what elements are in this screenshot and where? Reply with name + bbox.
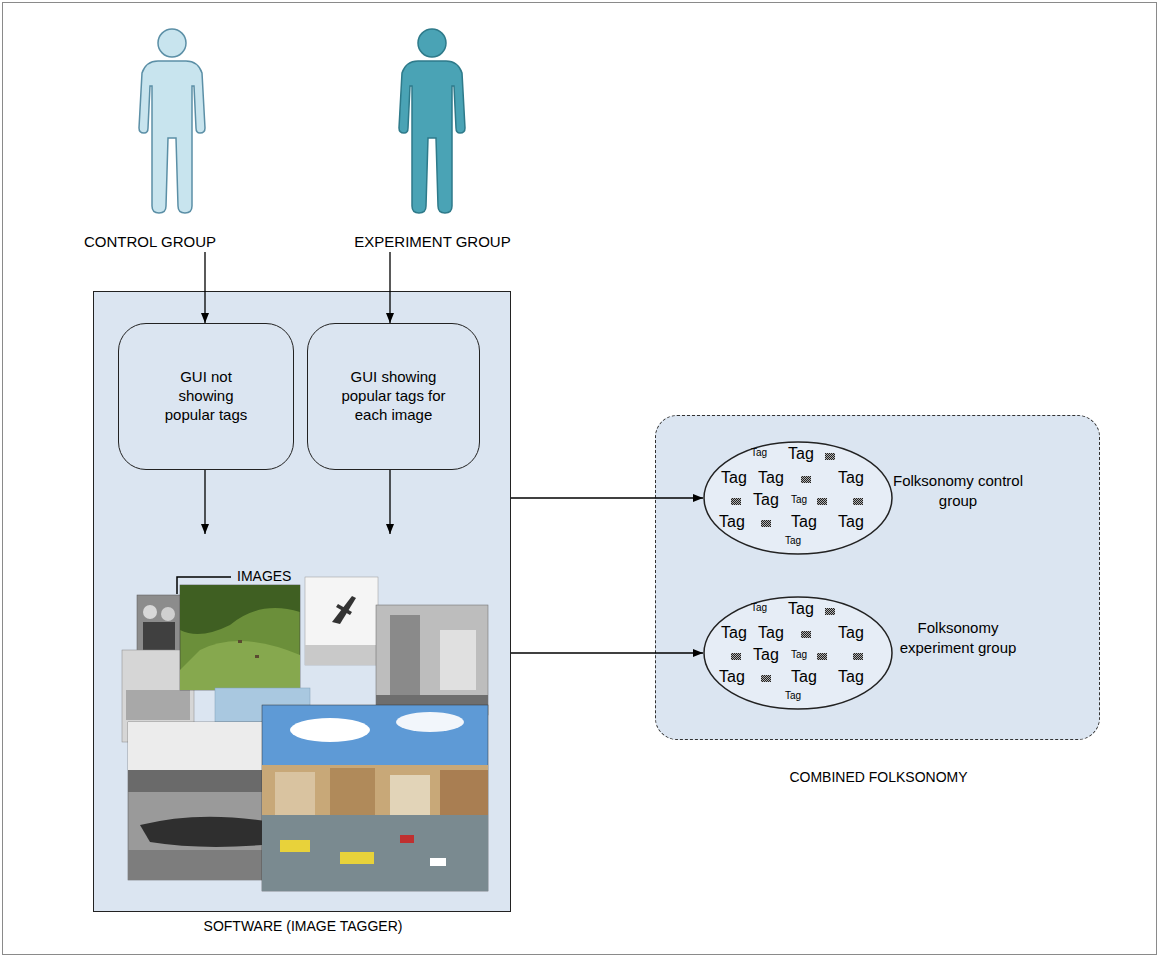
photo bbox=[305, 577, 378, 665]
photo-detail bbox=[180, 585, 300, 634]
tag-word: Tag bbox=[785, 690, 801, 701]
tag-word: Tag bbox=[788, 600, 814, 618]
person-icon bbox=[399, 29, 465, 213]
tag-word: Tag bbox=[753, 646, 779, 664]
group-label: CONTROL GROUP bbox=[60, 232, 240, 252]
tag-word: Tag bbox=[751, 602, 767, 613]
photo-detail bbox=[180, 641, 300, 690]
checker-mark bbox=[825, 453, 835, 460]
gui-box: GUI not showing popular tags bbox=[118, 323, 294, 470]
photo-detail bbox=[340, 852, 374, 864]
connector-arrow bbox=[511, 652, 703, 653]
photo-detail bbox=[262, 765, 488, 815]
image-collage bbox=[122, 577, 488, 891]
checker-mark bbox=[853, 653, 863, 660]
tag-word: Tag bbox=[791, 668, 817, 686]
photo-detail bbox=[332, 596, 356, 624]
photo-detail bbox=[262, 815, 488, 891]
checker-mark bbox=[801, 631, 811, 638]
checker-mark bbox=[825, 608, 835, 615]
folksonomy-ellipse: Folksonomy control groupTagTagTagTagTagT… bbox=[703, 441, 893, 555]
photo bbox=[262, 705, 488, 891]
checker-mark bbox=[817, 653, 827, 660]
photo-detail bbox=[143, 605, 157, 619]
group-label: COMBINED FOLKSONOMY bbox=[656, 768, 1101, 786]
tag-word: Tag bbox=[791, 649, 807, 660]
group-label: IMAGES bbox=[237, 567, 291, 585]
photo-detail bbox=[390, 615, 420, 695]
checker-mark bbox=[801, 476, 811, 483]
group-label: SOFTWARE (IMAGE TAGGER) bbox=[94, 917, 512, 935]
box-label: GUI showing popular tags for each image bbox=[335, 368, 453, 424]
checker-mark bbox=[853, 498, 863, 505]
photo-detail bbox=[275, 772, 315, 815]
folksonomy-ellipse: Folksonomy experiment groupTagTagTagTagT… bbox=[703, 596, 893, 710]
tag-word: Tag bbox=[758, 624, 784, 642]
person-icon bbox=[139, 29, 205, 213]
checker-mark bbox=[761, 520, 771, 527]
ellipse-shape bbox=[704, 597, 892, 709]
gui-box: GUI showing popular tags for each image bbox=[307, 323, 480, 470]
tag-word: Tag bbox=[788, 445, 814, 463]
ellipse-heading: Folksonomy control group bbox=[888, 471, 1028, 510]
tag-word: Tag bbox=[838, 668, 864, 686]
photo-detail bbox=[400, 835, 414, 843]
connector-arrow bbox=[204, 252, 205, 323]
tag-word: Tag bbox=[719, 668, 745, 686]
photo-detail bbox=[396, 712, 464, 732]
photo bbox=[180, 585, 300, 690]
tag-word: Tag bbox=[791, 513, 817, 531]
bracket bbox=[177, 577, 231, 594]
photo-detail bbox=[330, 768, 375, 815]
tag-word: Tag bbox=[753, 491, 779, 509]
ellipse-shape bbox=[704, 442, 892, 554]
group-label: EXPERIMENT GROUP bbox=[315, 232, 550, 252]
photo-detail bbox=[430, 858, 446, 866]
checker-mark bbox=[817, 498, 827, 505]
box-label: GUI not showing popular tags bbox=[156, 368, 256, 424]
connector-arrow bbox=[511, 497, 703, 498]
folksonomy-container: COMBINED FOLKSONOMYFolksonomy control gr… bbox=[655, 415, 1100, 740]
tag-word: Tag bbox=[719, 513, 745, 531]
photo-detail bbox=[390, 775, 430, 815]
tag-word: Tag bbox=[791, 494, 807, 505]
photo-detail bbox=[290, 718, 370, 742]
connector-arrow bbox=[389, 252, 390, 323]
photo-detail bbox=[140, 817, 270, 847]
photo-detail bbox=[255, 655, 259, 658]
photo-detail bbox=[336, 604, 352, 615]
photo-detail bbox=[440, 630, 476, 690]
ellipse-heading: Folksonomy experiment group bbox=[888, 618, 1028, 657]
connector-arrow bbox=[389, 470, 390, 534]
photo-detail bbox=[280, 840, 310, 852]
tag-word: Tag bbox=[838, 469, 864, 487]
checker-mark bbox=[761, 675, 771, 682]
photo-detail bbox=[238, 640, 242, 643]
checker-mark bbox=[731, 653, 741, 660]
tag-word: Tag bbox=[721, 624, 747, 642]
photo-detail bbox=[143, 622, 175, 650]
photo-detail bbox=[440, 770, 488, 815]
tag-word: Tag bbox=[721, 469, 747, 487]
connector-arrow bbox=[204, 470, 205, 534]
tag-word: Tag bbox=[838, 513, 864, 531]
tag-word: Tag bbox=[751, 447, 767, 458]
checker-mark bbox=[731, 498, 741, 505]
photo-detail bbox=[161, 607, 175, 621]
photo bbox=[376, 605, 488, 715]
photo-detail bbox=[126, 690, 190, 720]
tag-word: Tag bbox=[838, 624, 864, 642]
tag-word: Tag bbox=[785, 535, 801, 546]
photo bbox=[137, 595, 182, 653]
tag-word: Tag bbox=[758, 469, 784, 487]
photo-detail bbox=[305, 645, 378, 665]
